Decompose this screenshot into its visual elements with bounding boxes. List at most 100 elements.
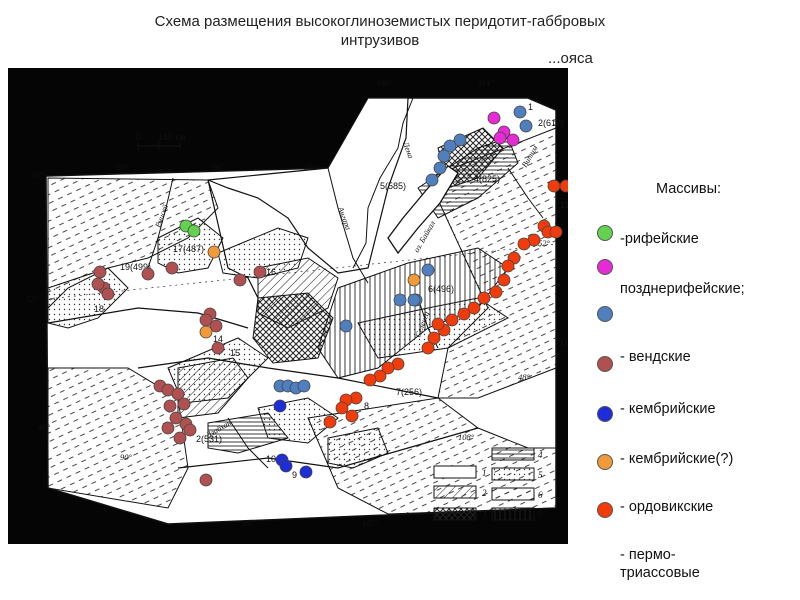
legend-label-vendian: - вендские xyxy=(620,349,691,365)
svg-text:9: 9 xyxy=(292,470,297,480)
slide-title: Схема размещения высокоглиноземистых пер… xyxy=(60,12,700,69)
massif-marker xyxy=(477,291,491,305)
massif-marker xyxy=(165,261,179,275)
massif-marker xyxy=(421,263,435,277)
blue-dot-icon xyxy=(597,306,613,322)
massif-marker xyxy=(297,379,311,393)
massif-marker xyxy=(407,293,421,307)
legend-label-cambrian: - кембрийские xyxy=(620,401,716,417)
massif-marker xyxy=(199,325,213,339)
massif-marker xyxy=(101,287,115,301)
massif-marker xyxy=(425,173,439,187)
massif-labels: 1 2(612) 5(585) 4(825) 11 17(487) 19(499… xyxy=(94,102,568,480)
massif-marker xyxy=(559,179,568,193)
scale-value: 160 км xyxy=(158,132,186,142)
title-line-2: интрузивов xyxy=(340,32,420,49)
svg-text:102°: 102° xyxy=(362,518,379,528)
legend-label-permo-triassic: - пермо-триассовые xyxy=(620,547,700,581)
red-dot-icon xyxy=(597,502,613,518)
massif-marker xyxy=(443,139,457,153)
svg-text:14: 14 xyxy=(213,334,223,344)
massif-marker xyxy=(457,307,471,321)
massif-marker xyxy=(381,361,395,375)
svg-text:5(585): 5(585) xyxy=(380,181,406,191)
svg-text:4: 4 xyxy=(538,450,543,460)
massif-marker xyxy=(427,331,441,345)
massif-marker xyxy=(547,179,561,193)
coordinate-labels: 108° 114° 90° 96° 102° 90° 96° 102° 108°… xyxy=(26,78,568,528)
massif-marker xyxy=(177,397,191,411)
svg-text:17(487): 17(487) xyxy=(173,244,204,254)
svg-text:102°: 102° xyxy=(304,162,321,172)
massif-marker xyxy=(433,161,447,175)
map-background xyxy=(8,68,568,544)
massif-marker xyxy=(437,149,451,163)
massif-marker xyxy=(183,423,197,437)
title-line-3: ...ояса xyxy=(546,49,595,68)
massif-marker xyxy=(171,387,185,401)
legend-label-riphean: -рифейские xyxy=(620,231,699,247)
geologic-map: 0 160 км 108° 114° 90° 96° 102° 90° 96° … xyxy=(8,68,568,544)
svg-text:48°: 48° xyxy=(38,422,51,432)
svg-text:52°: 52° xyxy=(538,238,551,248)
massif-marker xyxy=(207,245,221,259)
svg-text:56°: 56° xyxy=(32,170,45,180)
massif-marker xyxy=(445,313,459,327)
massif-marker xyxy=(421,341,435,355)
svg-text:108°: 108° xyxy=(376,78,393,88)
massif-marker xyxy=(497,273,511,287)
svg-text:6: 6 xyxy=(538,490,543,500)
massif-marker xyxy=(253,265,267,279)
svg-text:56°: 56° xyxy=(553,117,566,127)
scale-zero: 0 xyxy=(136,132,141,142)
massif-marker xyxy=(91,277,105,291)
massif-marker xyxy=(173,431,187,445)
svg-text:3: 3 xyxy=(481,510,487,520)
svg-text:18: 18 xyxy=(94,304,104,314)
svg-text:6(496): 6(496) xyxy=(428,284,454,294)
svg-text:15: 15 xyxy=(230,348,240,358)
svg-text:5: 5 xyxy=(538,470,543,480)
massif-marker xyxy=(453,133,467,147)
svg-text:7(256): 7(256) xyxy=(396,387,422,397)
svg-text:114°: 114° xyxy=(478,78,494,88)
scale-bar: 0 160 км xyxy=(136,132,186,150)
svg-text:19(499): 19(499) xyxy=(120,262,151,272)
legend-label-cambrian-q: - кембрийские(?) xyxy=(620,451,734,467)
massif-marker xyxy=(493,131,507,145)
massif-marker xyxy=(501,259,515,273)
svg-text:2(612): 2(612) xyxy=(538,118,564,128)
svg-text:108°: 108° xyxy=(458,432,475,442)
massif-marker xyxy=(506,133,520,147)
massif-marker xyxy=(489,285,503,299)
svg-text:1: 1 xyxy=(528,102,533,112)
svg-text:96°: 96° xyxy=(213,162,226,172)
massif-marker xyxy=(431,317,445,331)
massif-marker xyxy=(299,465,313,479)
green-dot-icon xyxy=(597,225,613,241)
massif-marker xyxy=(513,105,527,119)
massif-marker xyxy=(233,273,247,287)
massif-marker xyxy=(517,237,531,251)
massif-marker xyxy=(323,415,337,429)
svg-text:11: 11 xyxy=(560,200,568,210)
massif-marker xyxy=(487,111,501,125)
svg-text:7: 7 xyxy=(538,510,543,520)
svg-text:4(825): 4(825) xyxy=(474,174,500,184)
massif-marker xyxy=(187,224,201,238)
svg-text:90°: 90° xyxy=(120,452,133,462)
svg-text:96°: 96° xyxy=(242,518,255,528)
massif-marker xyxy=(549,225,563,239)
massif-markers xyxy=(91,105,568,487)
map-svg: 0 160 км 108° 114° 90° 96° 102° 90° 96° … xyxy=(8,68,568,544)
svg-text:90°: 90° xyxy=(116,162,129,172)
massif-marker xyxy=(161,421,175,435)
massif-marker xyxy=(163,399,177,413)
massif-marker xyxy=(211,341,225,355)
massif-marker xyxy=(169,411,183,425)
massif-marker xyxy=(199,473,213,487)
title-line-1: Схема размещения высокоглиноземистых пер… xyxy=(154,13,606,30)
massif-marker xyxy=(199,313,213,327)
svg-text:48°: 48° xyxy=(518,372,531,382)
map-legend: 1 2 3 4 5 6 7 xyxy=(433,447,543,521)
